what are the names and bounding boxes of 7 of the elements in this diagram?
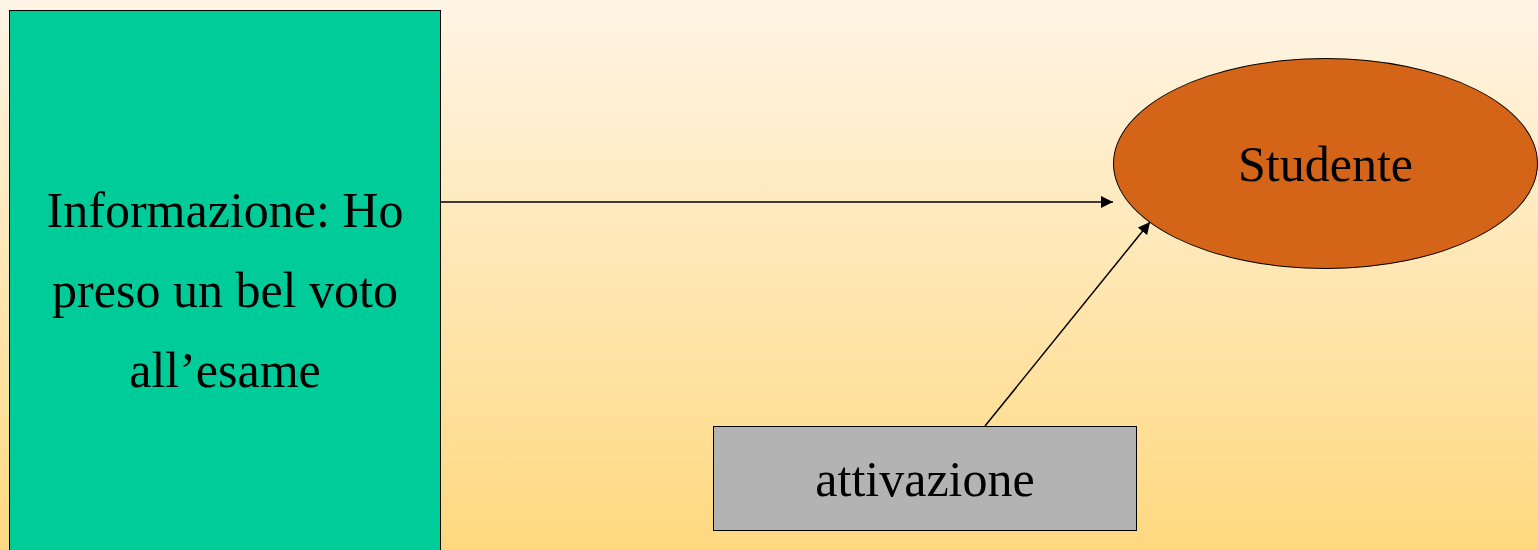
- arrow: [984, 221, 1151, 427]
- info-box: [9, 10, 441, 550]
- node-label: attivazione: [814, 449, 1036, 509]
- node-label: Informazione: Ho preso un bel voto all’esame: [45, 181, 405, 400]
- activation-box: [713, 426, 1137, 531]
- node-label: Studente: [1237, 134, 1414, 194]
- arrow: [440, 196, 1114, 208]
